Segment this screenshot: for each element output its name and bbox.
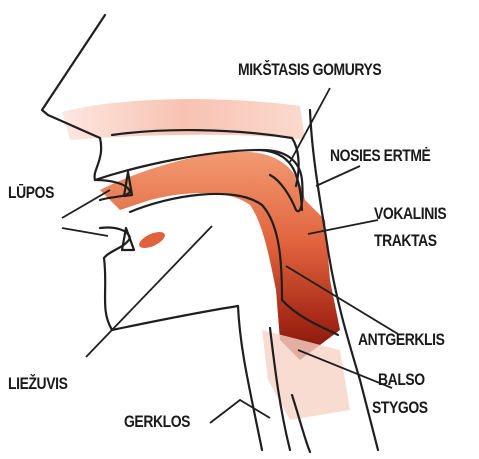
leader-lips-lower: [62, 228, 108, 236]
label-tongue: LIEŽUVIS: [8, 374, 67, 394]
label-nasal-cavity: NOSIES ERTMĖ: [330, 146, 430, 166]
label-vocal-cords-2: STYGOS: [372, 398, 428, 418]
vocal-tract-shading: [100, 152, 340, 360]
label-vocal-tract-1: VOKALINIS: [374, 204, 446, 224]
leader-nasal-cavity: [316, 166, 360, 186]
label-epiglottis: ANTGERKLIS: [358, 330, 445, 350]
leader-lips-upper: [62, 190, 110, 218]
leader-larynx: [210, 400, 270, 423]
label-soft-palate: MIKŠTASIS GOMURYS: [238, 60, 381, 80]
tongue-tip-shading: [137, 229, 167, 252]
label-larynx: GERKLOS: [124, 412, 190, 432]
label-vocal-tract-2: TRAKTAS: [374, 231, 437, 251]
label-lips: LŪPOS: [8, 183, 54, 203]
larynx-front-wall: [238, 306, 262, 450]
label-vocal-cords-1: BALSO: [378, 370, 425, 390]
